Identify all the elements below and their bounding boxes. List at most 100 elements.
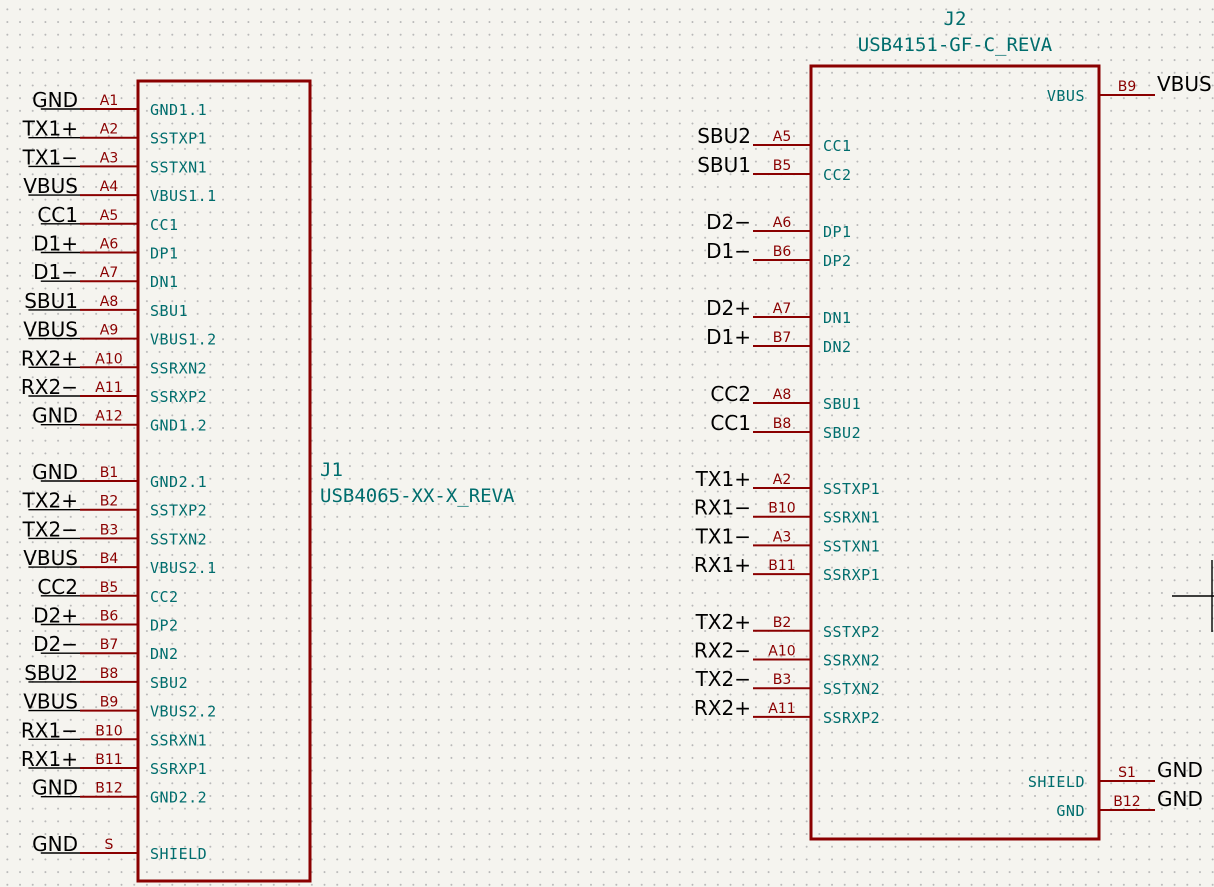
- pin-number: B6: [773, 244, 792, 260]
- j1-reference: J1: [320, 459, 343, 481]
- pin-number: B3: [100, 522, 119, 538]
- pin-name: SSTXP1: [823, 480, 880, 498]
- net-label-rx1-plus: RX1+: [694, 553, 751, 577]
- net-label-d2-plus: D2+: [706, 296, 751, 320]
- pin-number: B7: [773, 330, 792, 346]
- net-label-rx1-minus: RX1−: [694, 496, 751, 520]
- pin-name: SHIELD: [150, 845, 207, 863]
- pin-name: GND1.2: [150, 417, 207, 435]
- net-label-rx2-minus: RX2−: [694, 639, 751, 663]
- pin-name: DN2: [150, 645, 179, 663]
- pin-number: B6: [100, 609, 119, 625]
- pin-name: SSTXN2: [150, 530, 207, 548]
- net-label-d2-minus: D2−: [706, 210, 751, 234]
- pin-name: VBUS2.2: [150, 703, 217, 721]
- net-label-tx1-plus: TX1+: [22, 117, 78, 141]
- pin-number: A12: [95, 409, 122, 425]
- pin-name: SBU1: [823, 395, 861, 413]
- pin-name: DP2: [150, 617, 179, 635]
- pin-number: B7: [100, 637, 119, 653]
- pin-number: B1: [100, 465, 119, 481]
- pin-name: GND: [1056, 802, 1085, 820]
- pin-number: B9: [100, 695, 119, 711]
- pin-name: DN1: [823, 309, 852, 327]
- pin-number: A3: [773, 529, 791, 545]
- pin-number: A11: [768, 701, 795, 717]
- net-label-vbus: VBUS: [23, 690, 78, 714]
- pin-number: B11: [95, 752, 122, 768]
- net-label-tx2-minus: TX2−: [22, 517, 78, 541]
- net-label-gnd: GND: [32, 404, 78, 428]
- pin-number: A4: [100, 179, 119, 195]
- pin-number: A6: [773, 215, 792, 231]
- net-label-cc1: CC1: [37, 203, 78, 227]
- pin-number: B3: [773, 672, 792, 688]
- pin-name: SSRXP2: [823, 709, 880, 727]
- pin-name: SSRXP1: [823, 566, 880, 584]
- pin-number: B8: [773, 416, 792, 432]
- net-label-vbus: VBUS: [23, 318, 78, 342]
- pin-number: A10: [768, 644, 795, 660]
- pin-name: SSTXN2: [823, 680, 880, 698]
- pin-number: B8: [100, 666, 119, 682]
- net-label-tx1-plus: TX1+: [695, 467, 751, 491]
- net-label-tx1-minus: TX1−: [22, 145, 78, 169]
- net-label-gnd: GND: [32, 88, 78, 112]
- pin-name: CC1: [823, 137, 852, 155]
- pin-name: SSRXN1: [150, 731, 207, 749]
- pin-number: A6: [100, 237, 119, 253]
- j2-reference: J2: [944, 8, 967, 30]
- pin-number: S: [105, 837, 114, 853]
- pin-number: A9: [100, 323, 118, 339]
